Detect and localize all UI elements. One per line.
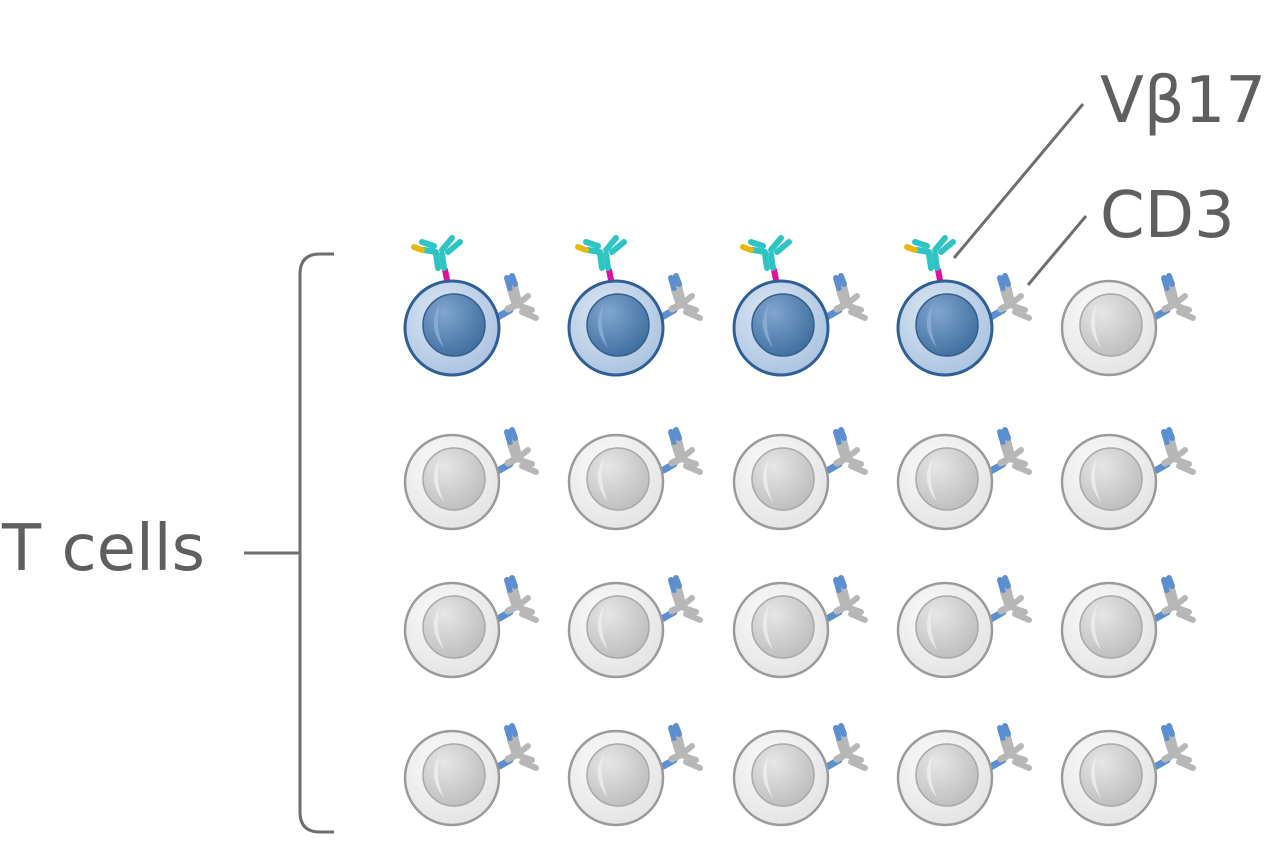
- t-cell-icon: [567, 433, 665, 531]
- label-cd3: CD3: [1100, 179, 1235, 253]
- t-cell-icon: [732, 433, 830, 531]
- cell-0-2-vb17-positive: [732, 235, 868, 377]
- t-cell-icon: [896, 433, 994, 531]
- t-cell-icon: [732, 279, 830, 377]
- leader-line-cd3: [1026, 215, 1088, 286]
- t-cell-icon: [567, 729, 665, 827]
- cell-3-2: [732, 723, 868, 827]
- cell-0-1-vb17-positive: [567, 235, 703, 377]
- cell-3-1: [567, 723, 703, 827]
- cell-0-4: [1060, 273, 1196, 377]
- cd3-receptor-icon: [985, 427, 1032, 476]
- t-cell-icon: [403, 729, 501, 827]
- cell-3-4: [1060, 723, 1196, 827]
- cell-2-1: [567, 575, 703, 679]
- cd3-receptor-icon: [985, 723, 1032, 772]
- vb17-antibody-icon: [411, 235, 463, 283]
- cd3-receptor-icon: [985, 575, 1032, 624]
- cd3-receptor-icon: [985, 273, 1032, 322]
- vb17-antibody-icon: [740, 235, 792, 283]
- cd3-receptor-icon: [492, 427, 539, 476]
- cell-3-3: [896, 723, 1032, 827]
- cd3-receptor-icon: [492, 273, 539, 322]
- cell-2-3: [896, 575, 1032, 679]
- t-cell-icon: [732, 729, 830, 827]
- t-cell-icon: [403, 279, 501, 377]
- t-cell-icon: [732, 581, 830, 679]
- t-cell-icon: [1060, 729, 1158, 827]
- cell-1-0: [403, 427, 539, 531]
- cell-1-2: [732, 427, 868, 531]
- cd3-receptor-icon: [656, 723, 703, 772]
- t-cell-icon: [896, 729, 994, 827]
- cell-2-0: [403, 575, 539, 679]
- cd3-receptor-icon: [1149, 273, 1196, 322]
- vb17-antibody-icon: [904, 235, 956, 283]
- cd3-receptor-icon: [821, 575, 868, 624]
- group-bracket: [244, 252, 334, 834]
- cell-0-3-vb17-positive: [896, 235, 1032, 377]
- cd3-receptor-icon: [1149, 427, 1196, 476]
- label-t-cells: T cells: [1, 512, 205, 586]
- t-cell-icon: [567, 279, 665, 377]
- t-cell-icon: [896, 279, 994, 377]
- cd3-receptor-icon: [821, 273, 868, 322]
- cd3-receptor-icon: [1149, 575, 1196, 624]
- cd3-receptor-icon: [492, 723, 539, 772]
- cd3-receptor-icon: [1149, 723, 1196, 772]
- cell-grid: [403, 235, 1196, 827]
- leader-line-vb17: [952, 103, 1085, 259]
- vb17-antibody-icon: [575, 235, 627, 283]
- cell-1-4: [1060, 427, 1196, 531]
- cd3-receptor-icon: [492, 575, 539, 624]
- cell-1-3: [896, 427, 1032, 531]
- cell-1-1: [567, 427, 703, 531]
- label-vb17: Vβ17: [1100, 64, 1266, 138]
- cd3-receptor-icon: [656, 575, 703, 624]
- cell-0-0-vb17-positive: [403, 235, 539, 377]
- t-cell-icon: [1060, 581, 1158, 679]
- cd3-receptor-icon: [821, 427, 868, 476]
- cell-2-4: [1060, 575, 1196, 679]
- t-cell-icon: [403, 433, 501, 531]
- cd3-receptor-icon: [821, 723, 868, 772]
- t-cell-icon: [567, 581, 665, 679]
- t-cell-icon: [403, 581, 501, 679]
- t-cell-icon: [1060, 433, 1158, 531]
- cell-2-2: [732, 575, 868, 679]
- t-cell-icon: [896, 581, 994, 679]
- t-cell-icon: [1060, 279, 1158, 377]
- cd3-receptor-icon: [656, 427, 703, 476]
- cd3-receptor-icon: [656, 273, 703, 322]
- cell-3-0: [403, 723, 539, 827]
